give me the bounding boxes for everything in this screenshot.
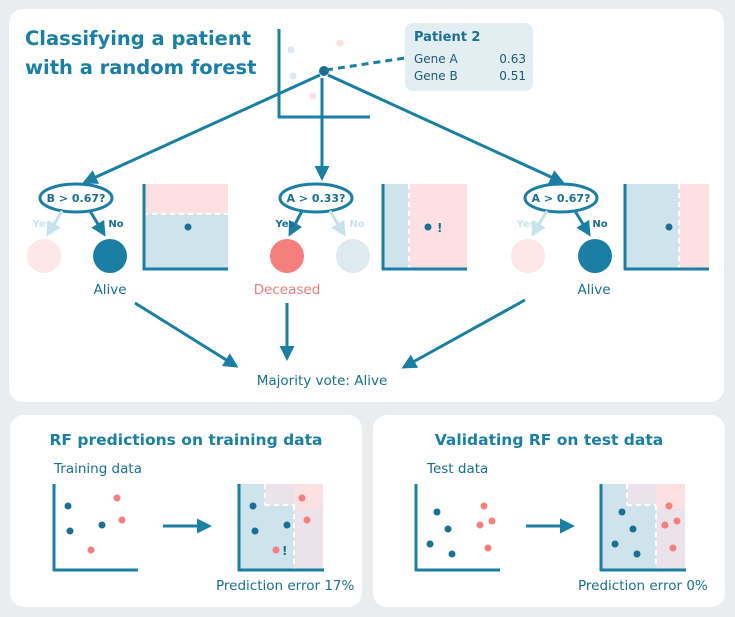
tree-1-yes-label: Yes — [31, 219, 51, 230]
tree-3-patient-point — [665, 223, 673, 231]
tree-1-no-leaf — [93, 239, 127, 273]
arrow-vote-1 — [134, 301, 239, 368]
tree-2-blue-region — [382, 184, 409, 270]
tree-2-patient-point — [424, 223, 432, 231]
tree-2-yes-leaf — [270, 239, 304, 273]
tree-2-no-leaf — [336, 239, 370, 273]
tree-3-node — [523, 182, 599, 214]
test-title: Validating RF on test data — [434, 431, 664, 449]
patient-callout-line — [325, 56, 406, 72]
test-pred-point — [618, 508, 626, 516]
tree-3-yes-label: Yes — [515, 219, 535, 230]
test-pred-point — [669, 544, 677, 552]
test-point — [480, 502, 488, 510]
training-point — [87, 546, 95, 554]
tree-2-yes-label: Yes — [274, 219, 294, 230]
gene-b-row: Gene B 0.51 — [414, 69, 526, 83]
training-point — [66, 527, 74, 535]
training-data-label: Training data — [54, 461, 142, 477]
test-data-label: Test data — [427, 461, 489, 477]
tree-3-no-leaf — [578, 239, 612, 273]
scatter-point — [336, 39, 344, 47]
tree-1-result: Alive — [93, 282, 126, 298]
test-point — [433, 508, 441, 516]
training-title: RF predictions on training data — [49, 431, 323, 449]
page-title: Classifying a patient with a random fore… — [25, 27, 257, 79]
tree-1-node — [38, 182, 114, 214]
tree-3: A > 0.67? Yes No — [511, 182, 709, 273]
training-predicted-plot: ! — [237, 484, 324, 572]
arrow-to-tree-1 — [82, 73, 321, 184]
tree-2-result: Deceased — [254, 282, 321, 298]
training-pred-point — [251, 527, 259, 535]
training-point — [118, 516, 126, 524]
test-pred-point — [633, 550, 641, 558]
training-pred-point — [272, 546, 280, 554]
tree-3-result: Alive — [577, 282, 610, 298]
training-pred-point — [298, 494, 306, 502]
tree-2-node — [278, 182, 354, 214]
test-raw-plot — [414, 484, 500, 572]
training-point — [113, 494, 121, 502]
tree-2-question: A > 0.33? — [287, 192, 346, 205]
patient-scatter-plot — [277, 29, 406, 119]
tree-3-yes-edge — [531, 210, 549, 237]
tree-2-error-mark: ! — [437, 221, 442, 235]
tree-1-yes-leaf — [27, 239, 61, 273]
test-point — [448, 550, 456, 558]
tree-2-no-label: No — [349, 219, 364, 230]
test-point — [488, 517, 496, 525]
gene-a-row: Gene A 0.63 — [414, 52, 526, 66]
training-raw-plot — [52, 484, 138, 572]
forest-panel — [9, 9, 724, 402]
scatter-point — [289, 72, 297, 80]
test-point — [484, 544, 492, 552]
tree-1-no-label: No — [108, 219, 123, 230]
majority-vote: Majority vote: Alive — [257, 373, 388, 389]
gene-b-value: 0.51 — [499, 69, 526, 83]
training-pred-point — [283, 521, 291, 529]
arrow-to-tree-3 — [327, 73, 565, 184]
tree-1-no-edge — [88, 210, 106, 237]
training-point — [98, 521, 106, 529]
test-pred-point — [665, 502, 673, 510]
training-pred-point — [303, 516, 311, 524]
scatter-point — [287, 46, 295, 54]
tree-1-blue-region — [143, 214, 228, 270]
gene-b-label: Gene B — [414, 69, 458, 83]
tree-1-yes-edge — [46, 210, 64, 237]
training-error-mark: ! — [282, 544, 287, 558]
test-pred-point — [673, 517, 681, 525]
tree-3-yes-leaf — [511, 239, 545, 273]
training-point — [64, 502, 72, 510]
tree-1-patient-point — [184, 223, 192, 231]
training-error: Prediction error 17% — [216, 578, 355, 594]
gene-a-value: 0.63 — [499, 52, 526, 66]
training-pred-point — [249, 502, 257, 510]
scatter-point — [309, 92, 317, 100]
test-pred-point — [611, 540, 619, 548]
test-point — [426, 540, 434, 548]
tree-2-no-edge — [328, 210, 346, 237]
tree-1: B > 0.67? Yes No — [27, 182, 228, 273]
test-predicted-plot — [599, 484, 686, 572]
test-point — [476, 521, 484, 529]
test-pred-point — [629, 525, 637, 533]
test-pred-point — [661, 521, 669, 529]
tree-2-yes-edge — [288, 210, 304, 237]
tree-3-question: A > 0.67? — [532, 192, 591, 205]
arrow-vote-3 — [401, 298, 526, 369]
tree-1-question: B > 0.67? — [47, 192, 106, 205]
test-point — [444, 525, 452, 533]
patient-name: Patient 2 — [414, 30, 481, 45]
tree-3-no-edge — [573, 210, 591, 237]
tree-3-no-label: No — [592, 219, 607, 230]
test-error: Prediction error 0% — [578, 578, 708, 594]
patient-info-box: Patient 2 Gene A 0.63 Gene B 0.51 — [405, 23, 533, 91]
gene-a-label: Gene A — [414, 52, 458, 66]
tree-2: A > 0.33? Yes No ! — [270, 182, 467, 273]
